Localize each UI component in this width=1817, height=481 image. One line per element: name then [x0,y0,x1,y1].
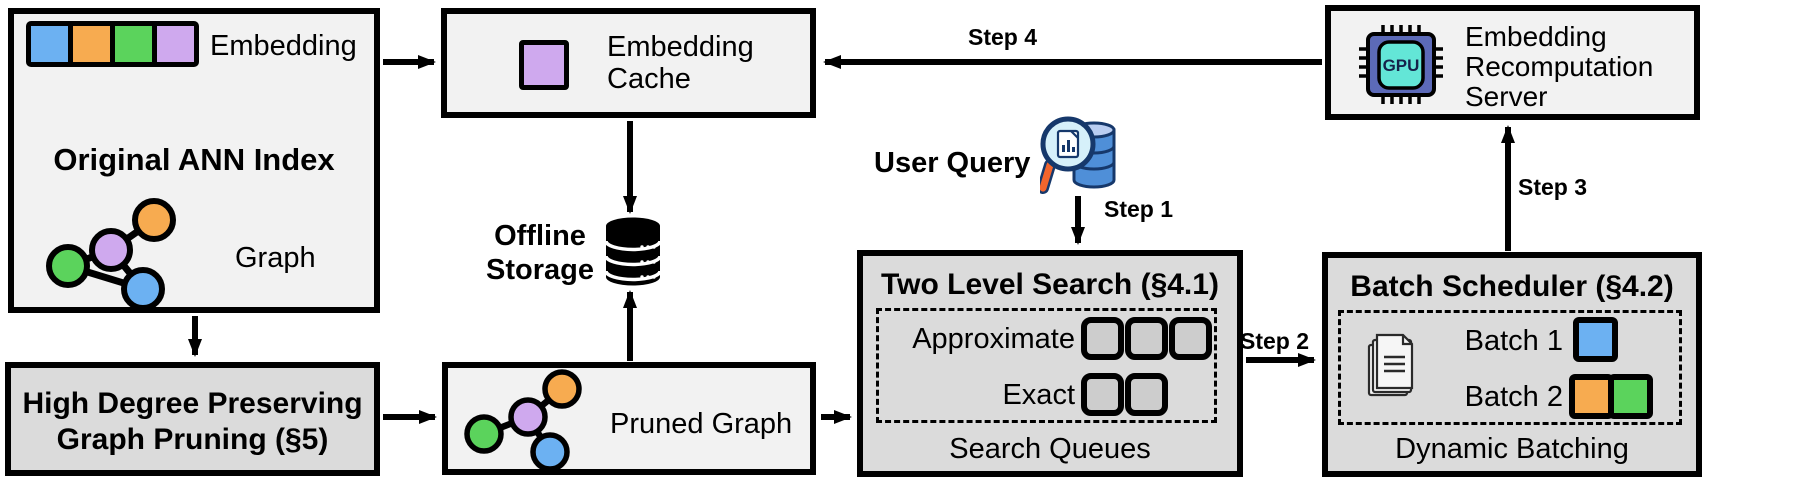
batch2-square-orange [1569,374,1614,419]
step1-label: Step 1 [1104,196,1174,222]
dynamic-batching-caption: Dynamic Batching [1395,433,1629,465]
two-level-search-box: Two Level Search (§4.1) Approximate Exac… [857,250,1243,477]
recomputation-server-label: Embedding Recomputation Server [1465,22,1653,112]
graph-label: Graph [235,242,316,274]
embedding-cache-label-line2: Cache [607,63,691,95]
pruned-graph-box: Pruned Graph [442,362,816,475]
batch2-square-green [1608,374,1653,419]
batch2-square-row [1569,374,1653,419]
queue-slot [1125,317,1168,360]
offline-storage-label-line2: Storage [486,254,594,286]
exact-label: Exact [1002,379,1075,411]
graph-pruning-title-line2: Graph Pruning (§5) [56,423,329,456]
search-queues-caption: Search Queues [949,433,1151,465]
batch1-label: Batch 1 [1464,325,1563,357]
queue-slot [1081,317,1124,360]
cached-embedding-square-purple [519,40,569,90]
server-label-line2: Recomputation [1465,51,1654,82]
queue-slot [1169,317,1212,360]
batch2-label: Batch 2 [1464,381,1563,413]
original-ann-index-box: Embedding Original ANN Index Graph [8,8,380,313]
embedding-vector-strip [26,21,199,67]
gpu-chip-icon: GPU [1359,25,1443,104]
document-stack-icon [1367,333,1414,397]
embedding-cell-orange [68,26,110,62]
gpu-chip-label: GPU [1383,56,1420,75]
queue-slot [1081,373,1124,416]
embedding-cache-label-line1: Embedding [607,31,754,63]
offline-storage-label-line1: Offline [494,220,586,252]
ann-index-title: Original ANN Index [53,142,335,177]
search-queues-panel: Approximate Exact [876,308,1217,423]
pruned-graph-icon [464,369,582,469]
dynamic-batching-panel: Batch 1 Batch 2 [1338,310,1682,425]
embedding-cache-label: Embedding Cache [607,31,754,95]
embedding-cell-blue [31,26,68,62]
graph-pruning-title: High Degree Preserving Graph Pruning (§5… [11,386,374,458]
step2-label: Step 2 [1240,328,1310,354]
batch-scheduler-title: Batch Scheduler (§4.2) [1350,270,1674,303]
embedding-cache-box: Embedding Cache [441,8,816,118]
step3-label: Step 3 [1518,174,1588,200]
approximate-label: Approximate [912,323,1075,355]
batch1-square-blue [1573,317,1618,362]
embedding-label: Embedding [210,30,357,62]
approximate-queue-row [1081,317,1212,360]
queue-slot [1125,373,1168,416]
graph-pruning-box: High Degree Preserving Graph Pruning (§5… [5,362,380,476]
embedding-cell-green [110,26,152,62]
pruned-graph-label: Pruned Graph [610,408,793,440]
exact-queue-row [1081,373,1168,416]
graph-icon [46,198,176,311]
step4-label: Step 4 [968,24,1038,50]
embedding-cell-purple [152,26,194,62]
offline-storage-label: Offline Storage [465,219,615,287]
batch-scheduler-box: Batch Scheduler (§4.2) Batch 1 Batch 2 [1322,252,1702,477]
graph-pruning-title-line1: High Degree Preserving [22,387,363,420]
user-query-label: User Query [874,147,1031,179]
offline-storage-database-icon [604,217,662,286]
server-label-line3: Server [1465,81,1548,112]
two-level-search-title: Two Level Search (§4.1) [881,268,1219,301]
server-label-line1: Embedding [1465,21,1607,52]
user-query-icon [1040,116,1116,194]
recomputation-server-box: GPU Embedding Recomputation Server [1325,5,1700,120]
